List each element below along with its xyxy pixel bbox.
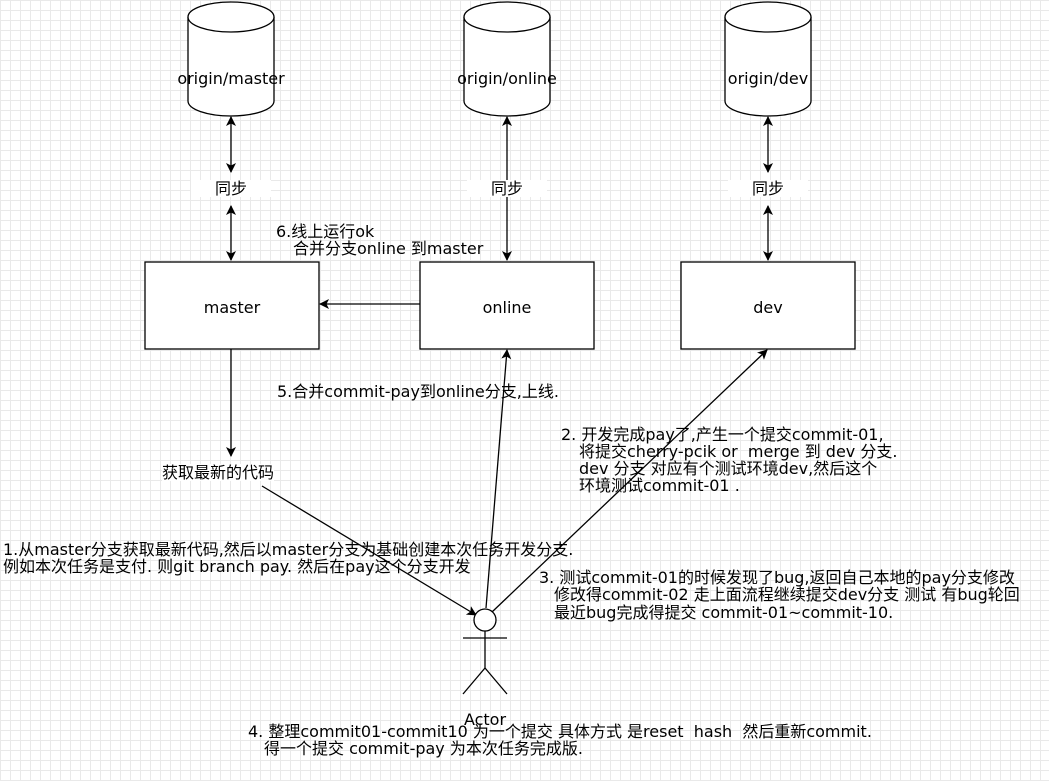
repo-label-origin-online: origin/online: [457, 69, 557, 88]
fetch-label: 获取最新的代码: [162, 463, 275, 482]
step4-line2: 得一个提交 commit-pay 为本次任务完成版.: [264, 739, 583, 758]
cylinder-origin-dev: [724, 1, 812, 117]
master-box: [144, 261, 320, 350]
step5-text: 5.合并commit-pay到online分支,上线.: [277, 382, 559, 401]
sync-label-master: 同步: [191, 180, 271, 197]
repo-label-origin-dev: origin/dev: [727, 69, 809, 88]
step6-line1: 6.线上运行ok: [276, 222, 375, 241]
actor-to-dev-arrow: [491, 349, 768, 613]
sync-label-dev: 同步: [728, 180, 808, 197]
step2-line4: 环境测试commit-01 .: [579, 476, 740, 495]
step2-line1: 2. 开发完成pay了,产生一个提交commit-01,: [561, 425, 884, 444]
branch-label-master: master: [203, 298, 261, 317]
actor-figure: [462, 608, 508, 695]
cylinder-origin-master: [187, 1, 275, 117]
step3-line2: 修改得commit-02 走上面流程继续提交dev分支 测试 有bug轮回: [554, 585, 1020, 604]
step1-line1: 1.从master分支获取最新代码,然后以master分支为基础创建本次任务开发…: [3, 540, 574, 559]
actor-label: Actor: [463, 710, 507, 729]
dev-box: [680, 261, 856, 350]
step3-line1: 3. 测试commit-01的时候发现了bug,返回自己本地的pay分支修改: [539, 568, 1015, 587]
step3-line3: 最近bug完成得提交 commit-01~commit-10.: [554, 603, 894, 622]
branch-label-online: online: [482, 298, 532, 317]
online-box: [419, 261, 595, 350]
repo-label-origin-master: origin/master: [177, 69, 285, 88]
step6-line2: 合并分支online 到master: [293, 239, 484, 258]
fetch-to-actor-arrow: [261, 485, 477, 616]
step1-line2: 例如本次任务是支付. 则git branch pay. 然后在pay这个分支开发: [3, 557, 471, 576]
step2-line2: 将提交cherry-pcik or merge 到 dev 分支.: [579, 442, 898, 461]
branch-label-dev: dev: [753, 298, 783, 317]
step4-line1: 4. 整理commit01-commit10 为一个提交 具体方式 是reset…: [248, 722, 872, 741]
step2-line3: dev 分支 对应有个测试环境dev,然后这个: [579, 459, 878, 478]
sync-label-online: 同步: [467, 180, 547, 197]
actor-to-online-arrow: [485, 349, 512, 609]
cylinder-origin-online: [463, 1, 551, 117]
